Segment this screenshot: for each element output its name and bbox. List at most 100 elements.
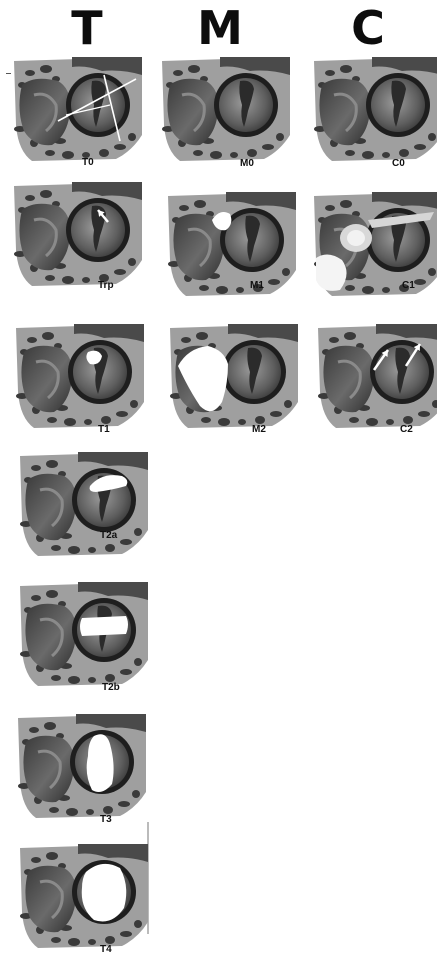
bone-pore [31,595,41,601]
bone-pore [105,674,115,682]
scan-illustration [168,322,300,438]
bone-pore [362,286,374,294]
bone-pore [46,590,58,598]
bone-pore [88,547,96,553]
bone-pore [120,669,132,675]
bone-pore [173,70,183,76]
bone-pore [194,200,206,208]
panel-label-t0: T0 [82,157,94,169]
bone-pore [88,677,96,683]
bone-pore [31,465,41,471]
bone-pore [116,411,128,417]
panel-m1: M1 [166,190,298,306]
bone-pore [45,275,55,281]
column-heading-t: T [42,2,132,54]
scan-illustration [160,55,292,171]
panel-label-m1: M1 [250,280,264,292]
bright-mass-core [347,230,365,246]
bone-pore [42,332,54,340]
scan-illustration [18,842,150,958]
panel-label-t2a: T2a [100,530,117,542]
bone-pore [188,65,200,73]
scan-illustration [166,190,298,306]
scan-illustration [316,322,437,438]
bone-pore [236,287,244,293]
bone-pore [128,133,136,141]
bone-pore [262,144,274,150]
scan-illustration [12,180,144,296]
bone-pore [99,149,109,157]
bone-pore [386,419,394,425]
bone-pore [255,416,265,424]
bone-pore [238,419,246,425]
panel-c1: C1 [312,190,437,306]
bone-pore [46,852,58,860]
bone-pore [118,801,130,807]
panel-label-t3: T3 [100,814,112,826]
scan-illustration [14,322,146,438]
bone-pore [199,285,209,291]
bone-pore [64,418,76,426]
bone-pore [345,285,355,291]
bone-pore [270,411,282,417]
bone-pore [325,70,335,76]
bone-pore [414,144,426,150]
bone-pore [51,545,61,551]
panel-trp: Trp [12,180,144,296]
bone-pore [276,133,284,141]
bone-pore [230,152,238,158]
defect-region [80,616,128,636]
bone-pore [418,411,430,417]
panel-label-trp: Trp [98,280,114,292]
bone-pore [349,417,359,423]
bone-pore [382,152,390,158]
bone-pore [101,416,111,424]
scan-illustration [312,55,437,171]
bone-pore [29,727,39,733]
bone-pore [362,151,374,159]
bone-pore [282,268,290,276]
bone-pore [62,276,74,284]
panel-t2a: T2a [18,450,150,566]
bone-pore [68,676,80,684]
bone-pore [132,790,140,798]
bone-pore [25,70,35,76]
bone-pore [325,205,335,211]
scan-illustration [16,712,148,828]
bone-pore [40,65,52,73]
bone-pore [428,268,436,276]
bone-pore [179,205,189,211]
scan-mark [6,73,11,74]
scan-illustration [12,55,144,171]
bone-pore [193,150,203,156]
panel-label-t2b: T2b [102,682,120,694]
bone-pore [44,722,56,730]
bone-pore [134,528,142,536]
bone-pore [68,546,80,554]
panel-t3: T3 [16,712,148,828]
bone-pore [82,277,90,283]
bone-pore [210,151,222,159]
defect-region [87,734,114,792]
bone-pore [284,400,292,408]
bone-pore [27,337,37,343]
bone-pore [114,269,126,275]
bone-pore [345,150,355,156]
bone-pore [344,332,356,340]
bone-pore [49,807,59,813]
panel-t1: T1 [14,322,146,438]
bone-pore [403,416,413,424]
bone-pore [40,190,52,198]
scan-illustration [312,190,437,306]
bone-pore [120,931,132,937]
bone-pore [62,151,74,159]
column-heading-c: C [323,2,413,54]
bone-pore [46,460,58,468]
bone-pore [340,65,352,73]
bone-pore [105,544,115,552]
panel-label-c2: C2 [400,424,413,436]
panel-label-m0: M0 [240,158,254,170]
panel-t4: T4 [18,842,150,958]
bone-pore [105,936,115,944]
bone-pore [51,675,61,681]
